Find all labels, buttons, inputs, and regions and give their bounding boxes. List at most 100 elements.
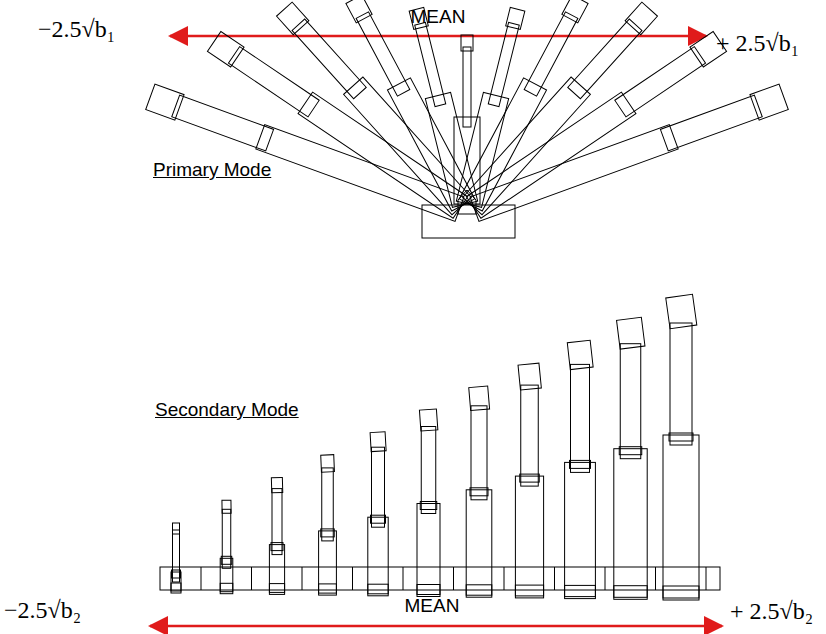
joint-band <box>466 585 492 595</box>
upper-link <box>524 12 578 96</box>
range-limit: + 2.5√b₂ <box>730 598 813 624</box>
arm-instance <box>342 0 474 211</box>
upper-link <box>356 12 410 96</box>
upper-link <box>421 427 436 514</box>
column-instance <box>269 477 284 594</box>
column-instance <box>171 523 181 593</box>
lower-link <box>417 504 440 597</box>
joint-band <box>220 583 233 591</box>
end-block <box>562 0 588 23</box>
joint-band <box>520 474 540 482</box>
upper-link <box>222 509 231 568</box>
lower-link <box>614 449 647 600</box>
end-block <box>518 363 541 390</box>
arm-instance <box>470 84 788 222</box>
end-block <box>173 523 180 534</box>
arm-instance <box>463 0 660 214</box>
joint-band <box>619 447 642 455</box>
lower-link <box>463 77 591 215</box>
joint-band <box>319 584 337 593</box>
joint-band <box>271 543 283 551</box>
base-divider <box>352 567 353 590</box>
end-block <box>506 7 525 29</box>
end-block <box>469 386 490 411</box>
mode-title: Primary Mode <box>153 160 271 181</box>
column-instance <box>319 455 337 595</box>
upper-link <box>322 468 334 541</box>
joint-band <box>172 570 181 578</box>
joint-band <box>321 529 335 537</box>
end-block <box>567 340 593 369</box>
column-instance <box>417 409 440 597</box>
lower-link <box>565 462 596 598</box>
column-instance <box>663 294 699 600</box>
joint-band <box>368 584 388 594</box>
arm-instance <box>404 6 478 207</box>
end-block <box>346 0 372 23</box>
joint-band <box>669 433 693 441</box>
base-divider <box>251 567 252 590</box>
upper-link <box>372 447 385 527</box>
end-block <box>222 500 231 513</box>
base-divider <box>655 567 656 590</box>
column-instance <box>565 340 596 598</box>
upper-link <box>660 95 762 151</box>
joint-band <box>269 584 284 593</box>
base-divider <box>504 567 505 590</box>
end-block <box>461 35 473 51</box>
end-block <box>146 84 184 120</box>
base-divider <box>403 567 404 590</box>
joint-band <box>221 556 232 564</box>
joint-band <box>614 586 647 598</box>
column-instance <box>614 317 647 599</box>
upper-link <box>670 323 692 445</box>
upper-link <box>568 19 642 99</box>
end-block <box>419 409 437 431</box>
arm-instance <box>146 84 464 222</box>
arm-instance <box>207 31 468 219</box>
upper-link <box>463 47 471 127</box>
end-block <box>666 294 697 328</box>
end-block <box>617 317 645 349</box>
range-limit: −2.5√b₁ <box>38 16 115 42</box>
base-block <box>422 205 515 238</box>
joint-band <box>417 585 440 595</box>
arm-instance <box>454 35 480 204</box>
lower-link <box>298 92 468 218</box>
column-instance <box>368 432 388 596</box>
upper-link <box>228 47 319 117</box>
joint-band <box>371 515 386 523</box>
secondary-mode-arms <box>160 294 720 600</box>
base-divider <box>453 567 454 590</box>
lower-link <box>470 125 678 222</box>
joint-band <box>470 488 488 496</box>
arm-instance <box>466 31 727 219</box>
upper-link <box>173 530 180 582</box>
upper-link <box>615 47 706 117</box>
arm-instance <box>456 6 530 207</box>
joint-band <box>663 586 699 598</box>
upper-link <box>471 406 487 500</box>
joint-band <box>515 585 543 596</box>
upper-link <box>521 385 539 486</box>
upper-link <box>620 344 641 459</box>
upper-link <box>571 364 590 472</box>
range-arrow <box>170 35 706 38</box>
end-block <box>370 432 386 452</box>
arm-instance <box>275 0 472 214</box>
joint-band <box>420 502 437 510</box>
column-instance <box>466 386 492 597</box>
end-block <box>207 31 244 67</box>
range-arrow <box>150 625 722 628</box>
upper-link <box>415 22 446 106</box>
joint-band <box>570 460 591 468</box>
mode-title: Secondary Mode <box>155 400 299 421</box>
mean-label: MEAN <box>405 596 460 617</box>
base-divider <box>706 567 707 590</box>
end-block <box>277 2 309 35</box>
primary-mode-arms <box>146 0 789 238</box>
mean-label: MEAN <box>411 7 466 28</box>
column-instance <box>220 500 233 593</box>
base-divider <box>302 567 303 590</box>
